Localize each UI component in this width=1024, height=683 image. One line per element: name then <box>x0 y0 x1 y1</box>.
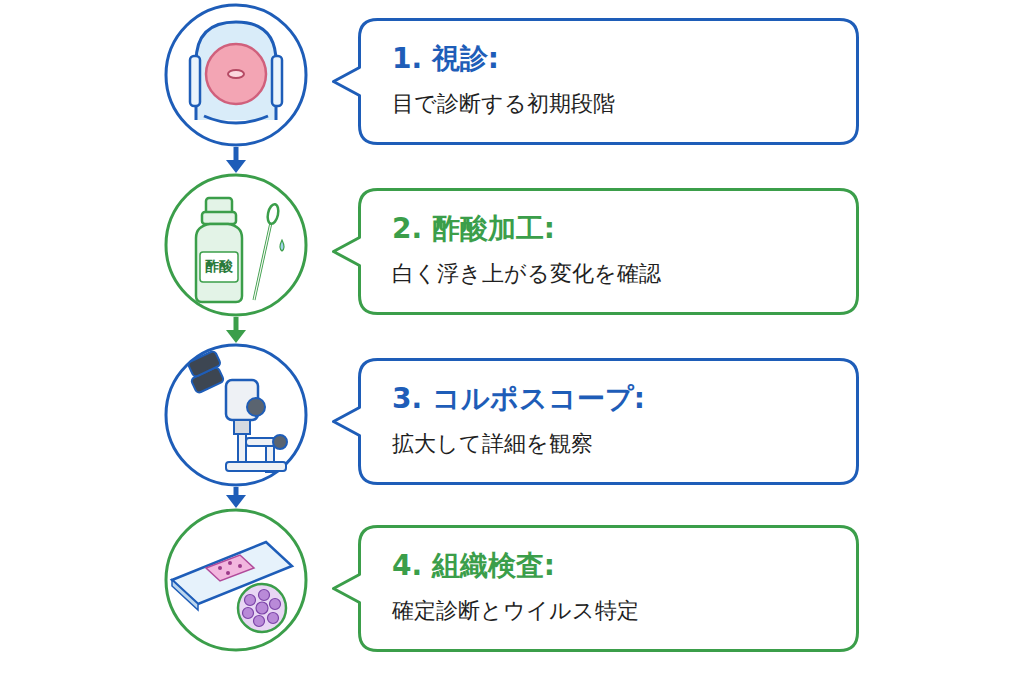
step-heading: 3. コルポスコープ: <box>392 382 839 416</box>
callout-outline <box>358 525 859 652</box>
step-description: 目で診断する初期段階 <box>392 90 839 118</box>
icon-circle <box>166 345 306 485</box>
step-heading: 4. 組織検査: <box>392 549 839 583</box>
step-description: 白く浮き上がる変化を確認 <box>392 260 839 288</box>
step-heading: 2. 酢酸加工: <box>392 212 839 246</box>
step-description: 確定診断とウイルス特定 <box>392 597 839 625</box>
callout-outline <box>358 358 859 485</box>
bottle-label: 酢酸 <box>205 258 233 276</box>
step-callout: 1. 視診: 目で診断する初期段階 <box>358 18 859 145</box>
flow-arrow <box>226 317 246 343</box>
callout-outline <box>358 18 859 145</box>
icon-circle <box>166 5 306 145</box>
step-callout: 4. 組織検査: 確定診断とウイルス特定 <box>358 525 859 652</box>
flow-arrow <box>226 487 246 508</box>
tissue-icon <box>172 542 292 632</box>
flow-arrow <box>226 147 246 173</box>
step-callout: 3. コルポスコープ: 拡大して詳細を観察 <box>358 358 859 485</box>
step-callout: 2. 酢酸加工: 白く浮き上がる変化を確認 <box>358 188 859 315</box>
icon-circle <box>166 175 306 315</box>
callout-outline <box>358 188 859 315</box>
colposcope-icon <box>184 350 287 472</box>
step-heading: 1. 視診: <box>392 42 839 76</box>
step-description: 拡大して詳細を観察 <box>392 430 839 458</box>
icon-circle <box>166 510 306 650</box>
exam-icon <box>190 22 282 123</box>
acid-icon <box>196 198 284 302</box>
